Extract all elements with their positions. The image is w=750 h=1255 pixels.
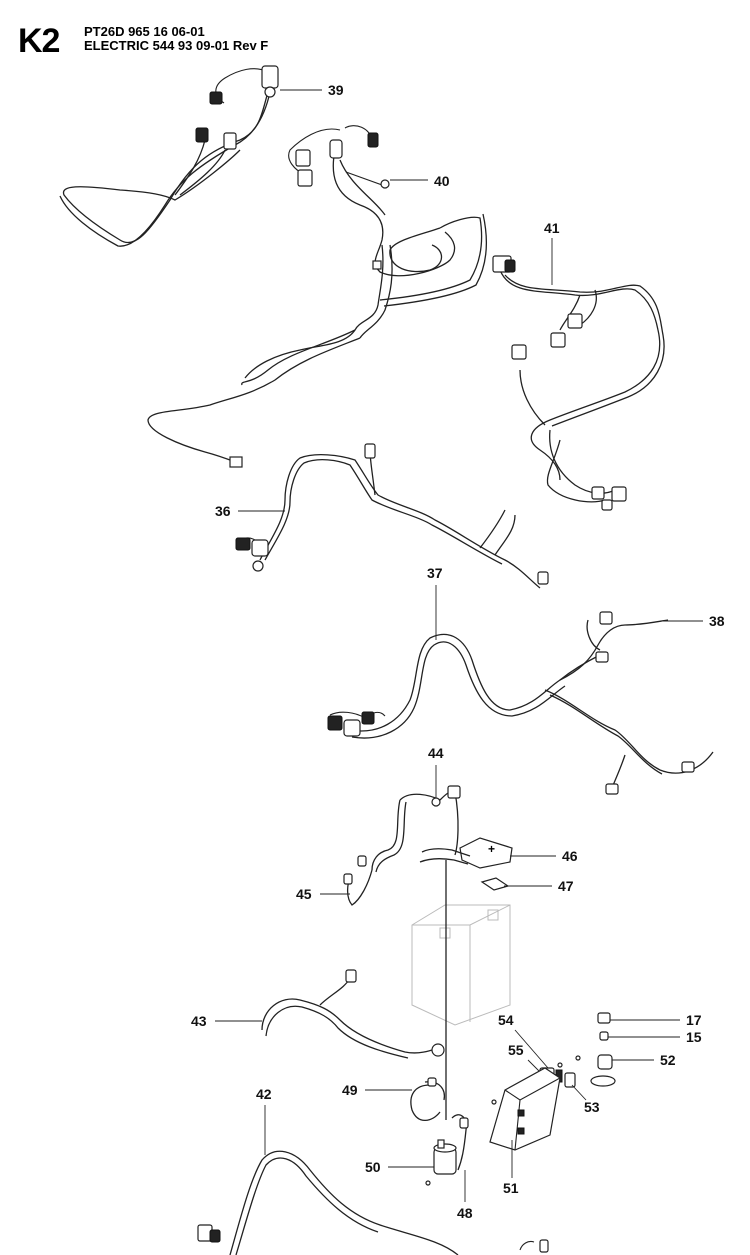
page-code: K2 [18, 22, 60, 60]
cable-44[interactable] [371, 785, 461, 873]
callout-50: 50 [365, 1159, 381, 1175]
cable-43[interactable] [261, 969, 445, 1059]
section-line: ELECTRIC 544 93 09-01 Rev F [84, 38, 269, 53]
callout-54: 54 [498, 1012, 514, 1028]
battery-cover-46[interactable]: + [419, 837, 513, 869]
screw[interactable] [575, 1055, 581, 1061]
part-17[interactable] [597, 1012, 611, 1024]
callout-49: 49 [342, 1082, 358, 1098]
screw[interactable] [491, 1099, 497, 1105]
model-line: PT26D 965 16 06-01 [84, 24, 205, 39]
grommet[interactable] [590, 1075, 616, 1087]
callout-45: 45 [296, 886, 312, 902]
callout-43: 43 [191, 1013, 207, 1029]
connector-53[interactable] [564, 1072, 576, 1088]
harness-36[interactable] [235, 443, 549, 589]
screw[interactable] [557, 1062, 563, 1068]
part-52[interactable] [597, 1054, 613, 1070]
callout-42: 42 [256, 1086, 272, 1102]
callout-55: 55 [508, 1042, 524, 1058]
callout-36: 36 [215, 503, 231, 519]
callout-41: 41 [544, 220, 560, 236]
callout-38: 38 [709, 613, 725, 629]
cable-49[interactable] [410, 1077, 446, 1122]
harness-41[interactable] [492, 255, 665, 511]
bracket-51[interactable] [489, 1067, 561, 1151]
leader-53 [571, 1084, 587, 1101]
battery-plus-symbol: + [488, 842, 495, 856]
callout-37: 37 [427, 565, 443, 581]
callout-47: 47 [558, 878, 574, 894]
part-15[interactable] [599, 1031, 609, 1041]
callout-17: 17 [686, 1012, 702, 1028]
cable-45[interactable] [343, 855, 373, 906]
callout-52: 52 [660, 1052, 676, 1068]
harness-39[interactable] [59, 65, 279, 247]
callout-53: 53 [584, 1099, 600, 1115]
callout-46: 46 [562, 848, 578, 864]
callout-51: 51 [503, 1180, 519, 1196]
callout-48: 48 [457, 1205, 473, 1221]
cable-48[interactable] [451, 1114, 469, 1171]
callout-40: 40 [434, 173, 450, 189]
leader-54 [514, 1029, 549, 1069]
harness-37[interactable] [327, 611, 714, 795]
callout-15: 15 [686, 1029, 702, 1045]
callout-39: 39 [328, 82, 344, 98]
harness-42[interactable] [197, 1150, 549, 1255]
plate-47[interactable] [480, 877, 510, 891]
leader-55 [527, 1059, 541, 1073]
harness-main-top[interactable] [147, 125, 487, 468]
battery [411, 904, 511, 1026]
callout-44: 44 [428, 745, 444, 761]
solenoid-50[interactable] [425, 1139, 457, 1186]
